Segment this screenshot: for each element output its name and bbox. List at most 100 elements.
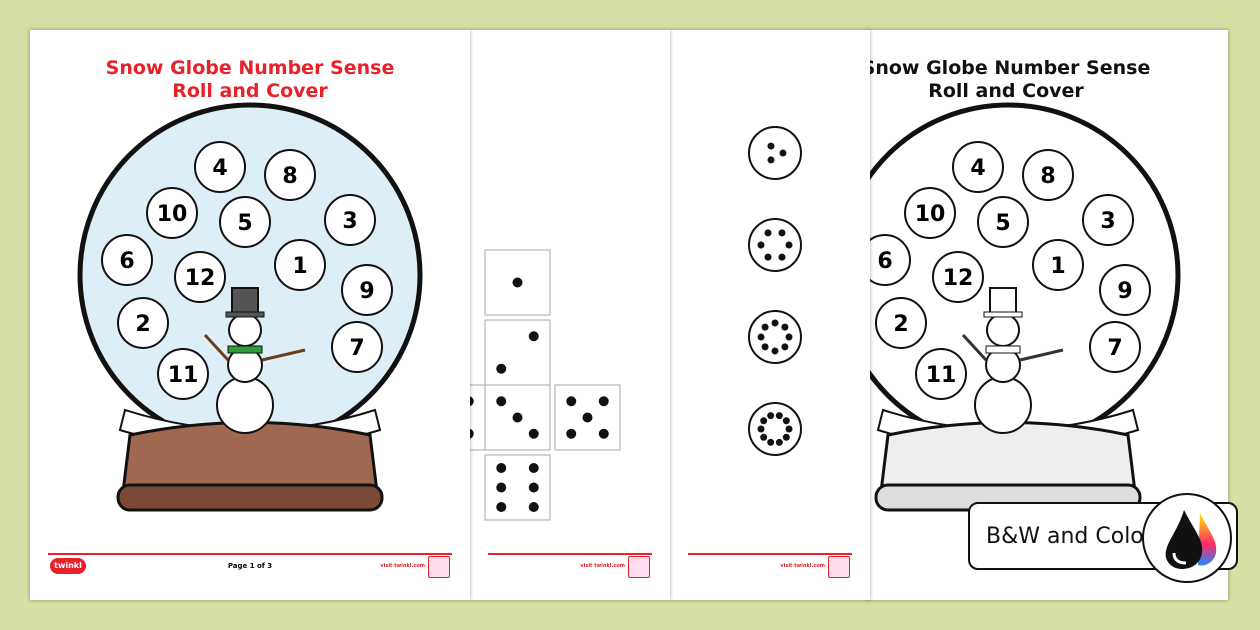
snowball-number: 8 <box>1040 164 1055 189</box>
snowball <box>117 297 169 349</box>
dice-pip <box>496 363 507 374</box>
snowball <box>1082 194 1134 246</box>
dot <box>761 323 769 331</box>
dot <box>767 412 775 420</box>
dot <box>785 241 793 249</box>
snowball <box>875 297 927 349</box>
badge-icon <box>428 556 450 578</box>
snowball <box>341 264 393 316</box>
dice-pip <box>512 277 523 288</box>
dice-pip <box>598 396 609 407</box>
dice-pip <box>528 331 539 342</box>
dot <box>782 417 790 425</box>
dot-card <box>748 402 802 456</box>
snowball-number: 6 <box>119 249 134 274</box>
snowball-number: 6 <box>877 249 892 274</box>
footer-site: visit twinkl.com <box>580 563 625 569</box>
snowball <box>915 348 967 400</box>
dice-pip <box>496 482 507 493</box>
dot <box>767 438 775 446</box>
dot-card <box>748 126 802 180</box>
dice-face <box>484 454 551 521</box>
dot <box>778 229 786 237</box>
snowman-hat <box>989 287 1017 315</box>
snowball-number: 11 <box>168 363 199 388</box>
footer-site: visit twinkl.com <box>380 563 425 569</box>
dot <box>767 156 775 164</box>
dice-pip <box>496 502 507 512</box>
badge-icon <box>628 556 650 578</box>
dot <box>757 333 765 341</box>
snowball-number: 4 <box>970 156 985 181</box>
snowman-body <box>974 376 1032 434</box>
snowman-body <box>216 376 274 434</box>
snowman-head <box>986 313 1020 347</box>
snowball-number: 10 <box>157 202 188 227</box>
snowball <box>1032 239 1084 291</box>
snowball-number: 3 <box>1100 209 1115 234</box>
snowball-number: 12 <box>185 266 216 291</box>
snowball-number: 2 <box>893 312 908 337</box>
dot <box>785 425 793 433</box>
snowman-arms <box>203 333 306 362</box>
snowball <box>264 149 316 201</box>
snowball <box>1022 149 1074 201</box>
footer-line <box>488 553 652 555</box>
dot <box>771 319 779 327</box>
snowball <box>331 321 383 373</box>
snowball-number: 8 <box>282 164 297 189</box>
snowball <box>157 348 209 400</box>
dice-pip <box>598 428 609 439</box>
dice-pip <box>470 428 474 439</box>
dot <box>785 333 793 341</box>
dice-pip <box>512 412 523 423</box>
dice-pip <box>496 396 507 407</box>
snowball-number: 1 <box>1050 254 1065 279</box>
snowball <box>952 141 1004 193</box>
worksheet-page-dot-cards: visit twinkl.com <box>670 30 870 600</box>
snowball <box>146 187 198 239</box>
snowman-hat-brim <box>983 311 1023 318</box>
snowball-number: 5 <box>995 211 1010 236</box>
snowball <box>324 194 376 246</box>
snowball-number: 2 <box>135 312 150 337</box>
snowball-number: 4 <box>212 156 227 181</box>
snowball-number: 1 <box>292 254 307 279</box>
footer-site: visit twinkl.com <box>780 563 825 569</box>
dice-pip <box>528 482 539 493</box>
dot <box>767 142 775 150</box>
footer-line <box>48 553 452 555</box>
snowball <box>194 141 246 193</box>
dot <box>771 347 779 355</box>
snowball <box>1089 321 1141 373</box>
snowman-arms <box>961 333 1064 362</box>
snowman-scarf <box>985 345 1021 354</box>
snowball <box>219 196 271 248</box>
dice-net <box>470 249 621 521</box>
dot <box>781 343 789 351</box>
snowball-number: 10 <box>915 202 946 227</box>
dot-card <box>748 310 802 364</box>
dice-pip <box>566 396 577 407</box>
dice-pip <box>566 428 577 439</box>
dice-pip <box>528 463 539 473</box>
footer-line <box>688 553 852 555</box>
dice-face <box>470 384 486 451</box>
dice-pip <box>528 428 539 439</box>
dot <box>782 433 790 441</box>
dot <box>760 417 768 425</box>
dot <box>778 253 786 261</box>
snowball-number: 12 <box>943 266 974 291</box>
snowball-number: 9 <box>359 279 374 304</box>
ink-drops-icon <box>1142 493 1232 583</box>
snowball <box>101 234 153 286</box>
dot <box>775 438 783 446</box>
dot <box>764 253 772 261</box>
snowball <box>904 187 956 239</box>
dot <box>757 425 765 433</box>
dot <box>781 323 789 331</box>
